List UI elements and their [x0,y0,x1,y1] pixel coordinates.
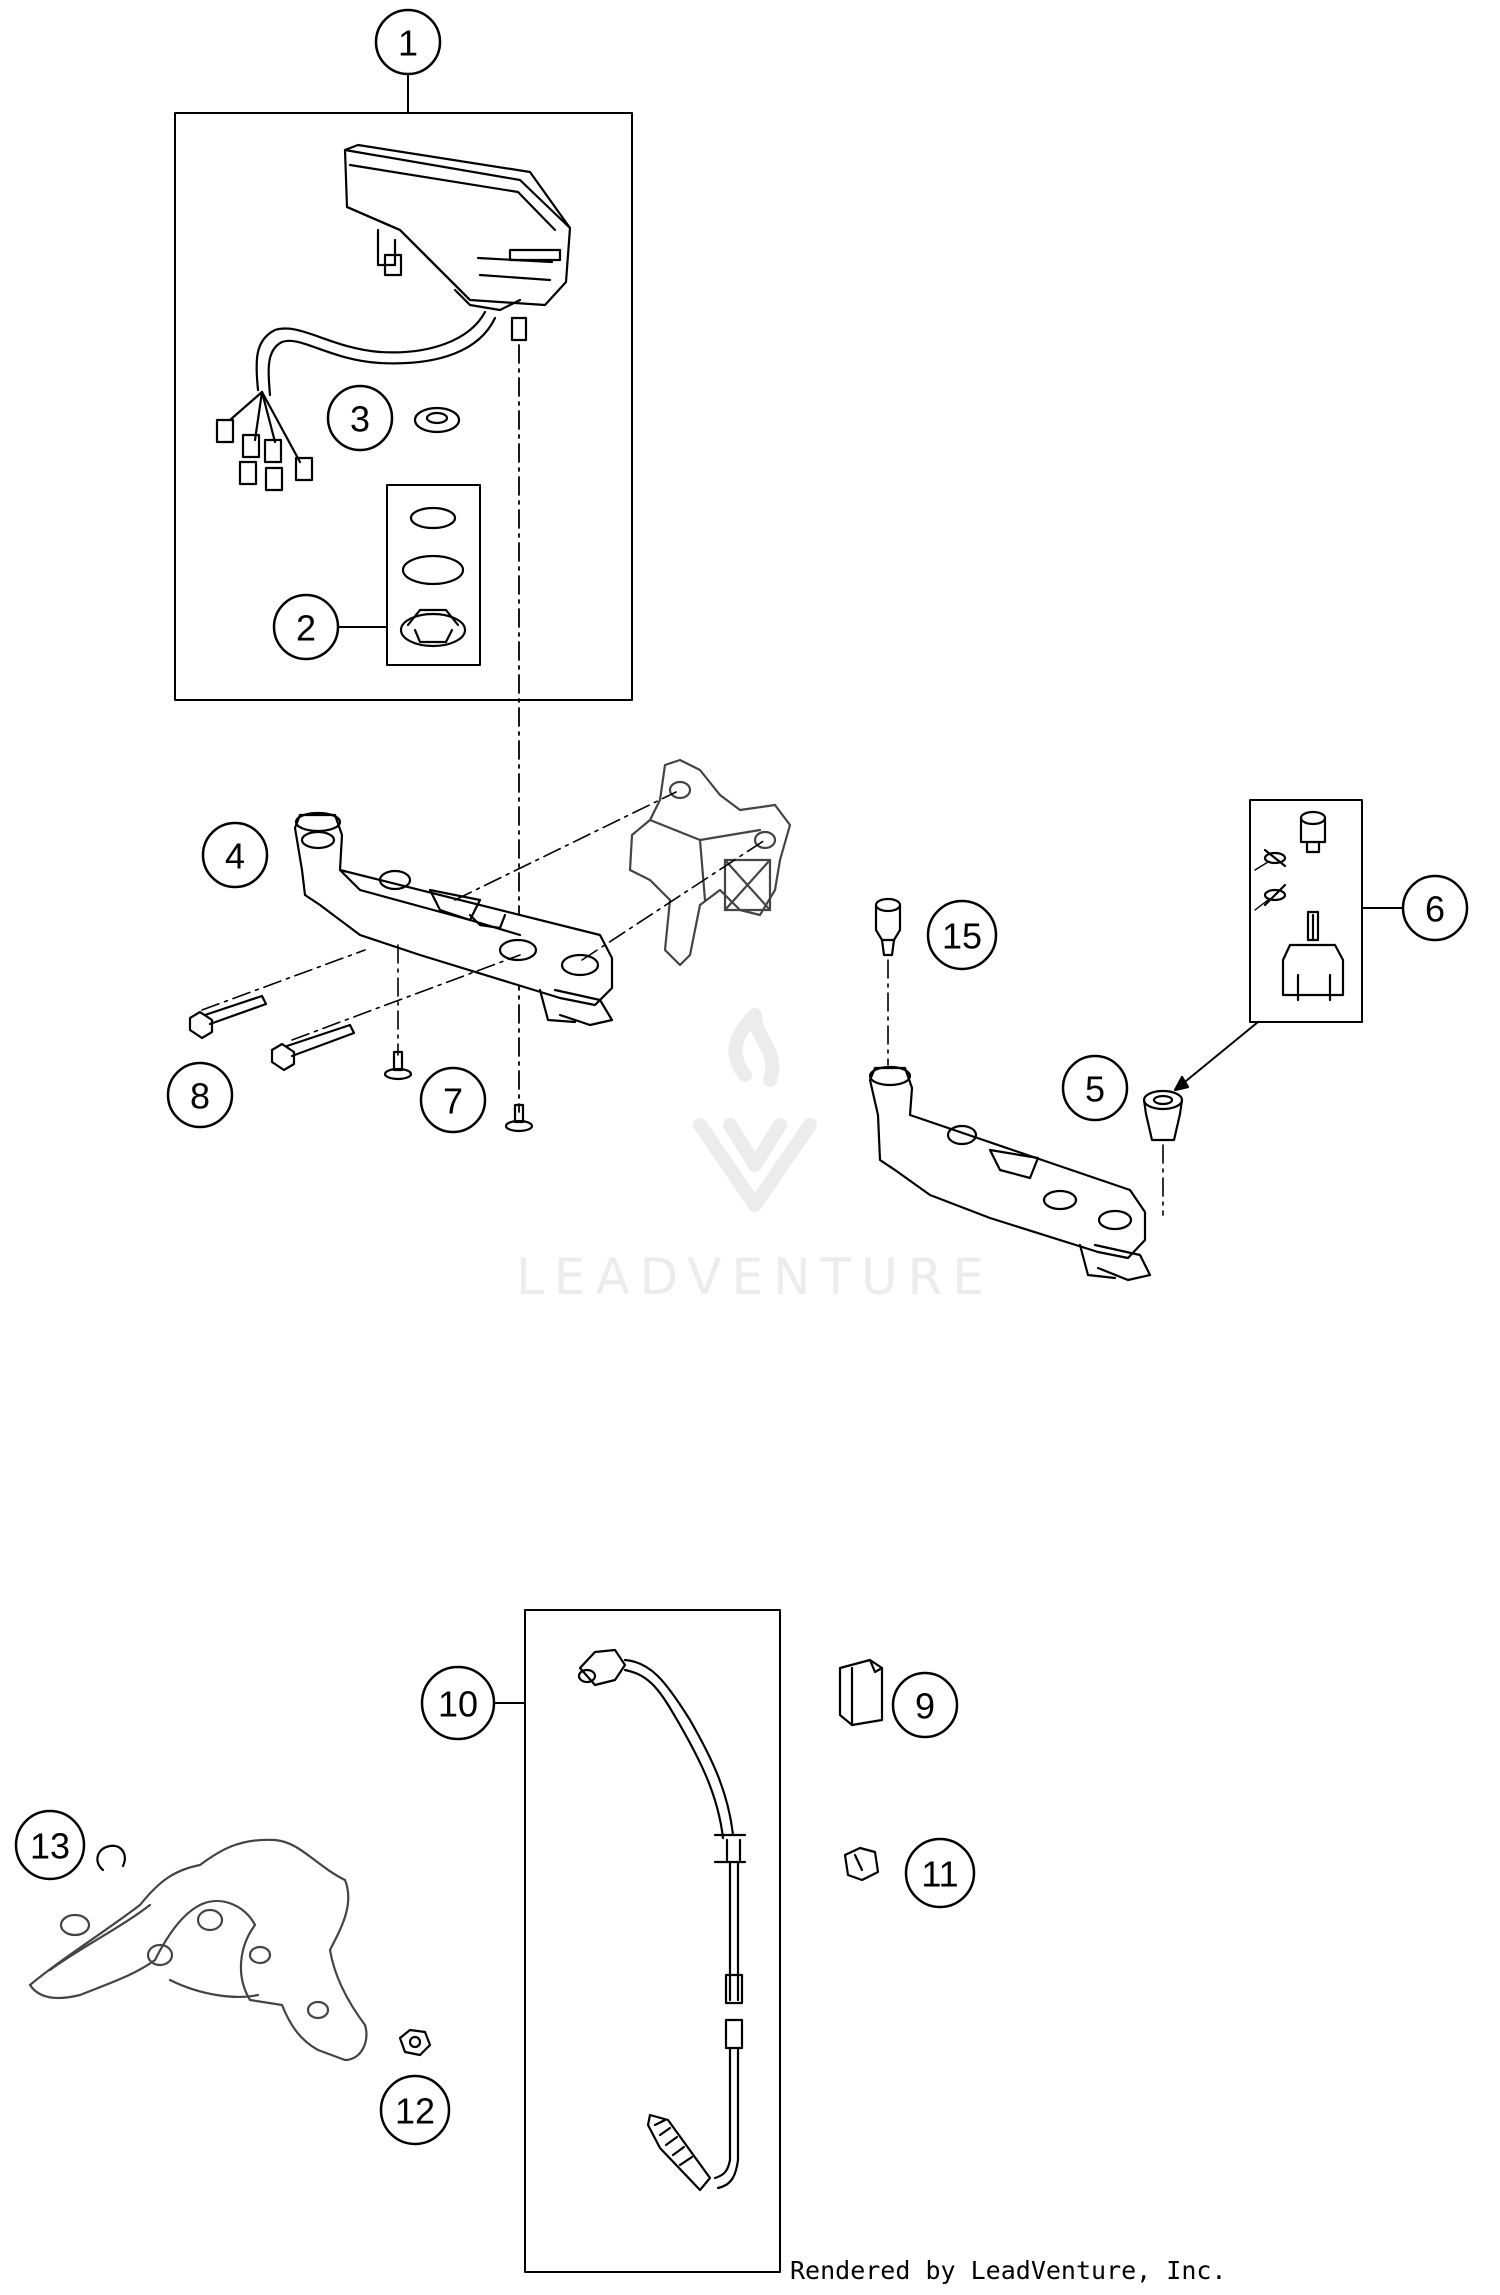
svg-text:3: 3 [350,399,370,440]
callout-15: 15 [926,899,998,971]
callout-7: 7 [419,1066,487,1134]
part-8-bolts [188,994,356,1072]
callout-2: 2 [272,593,387,661]
callouts: 1 2 3 4 5 6 7 8 [14,8,1469,2146]
part-6-kit-box [1249,799,1363,1023]
callout-10: 10 [420,1665,496,1741]
svg-text:10: 10 [438,1684,478,1725]
right-bracket [868,1065,1152,1282]
part-4-bracket [293,811,614,1027]
cluster-harness [215,310,497,492]
callout-12: 12 [379,2074,451,2146]
render-credit: Rendered by LeadVenture, Inc. [790,2256,1227,2285]
callout-4: 4 [201,821,269,889]
callout-5: 5 [1061,1054,1129,1122]
callout-11: 11 [904,1837,976,1909]
part-2-seals [399,506,467,648]
callout-8: 8 [166,1061,234,1129]
part-11-clip [843,1846,880,1882]
part-6-components [1254,810,1345,1002]
part-3-disc [413,406,461,434]
svg-text:13: 13 [30,1826,70,1867]
callout-3: 3 [326,384,394,452]
headstock-frame [628,758,792,967]
seal-kit-box [386,484,481,666]
svg-text:11: 11 [921,1854,958,1895]
brake-disc [28,1838,368,2062]
svg-text:6: 6 [1425,889,1445,930]
part-13-circlip [96,1844,126,1872]
svg-text:12: 12 [395,2091,435,2132]
callout-6: 6 [1401,874,1469,942]
watermark-logo [693,1008,817,1212]
callout-1: 1 [374,8,442,76]
part-12-nut [398,2028,432,2057]
svg-text:5: 5 [1085,1069,1105,1110]
svg-text:4: 4 [225,836,245,877]
instrument-kit-box [174,112,633,701]
svg-text:2: 2 [296,608,316,649]
part-10-sensor-cable [577,1648,747,2192]
svg-text:15: 15 [942,916,982,957]
svg-text:8: 8 [190,1076,210,1117]
part-9-clip [838,1658,884,1727]
watermark-text: LEADVENTURE [516,1248,994,1306]
svg-text:9: 9 [915,1686,935,1727]
callout-13: 13 [14,1809,86,1881]
svg-text:7: 7 [443,1081,463,1122]
instrument-cluster [343,143,572,342]
part-7-screws [383,1050,534,1133]
sensor-cable-box [524,1609,781,2273]
part-15-pin [874,897,902,1066]
part-5-bushing [1142,1089,1184,1216]
callout-9: 9 [891,1671,959,1739]
svg-text:1: 1 [398,23,418,64]
